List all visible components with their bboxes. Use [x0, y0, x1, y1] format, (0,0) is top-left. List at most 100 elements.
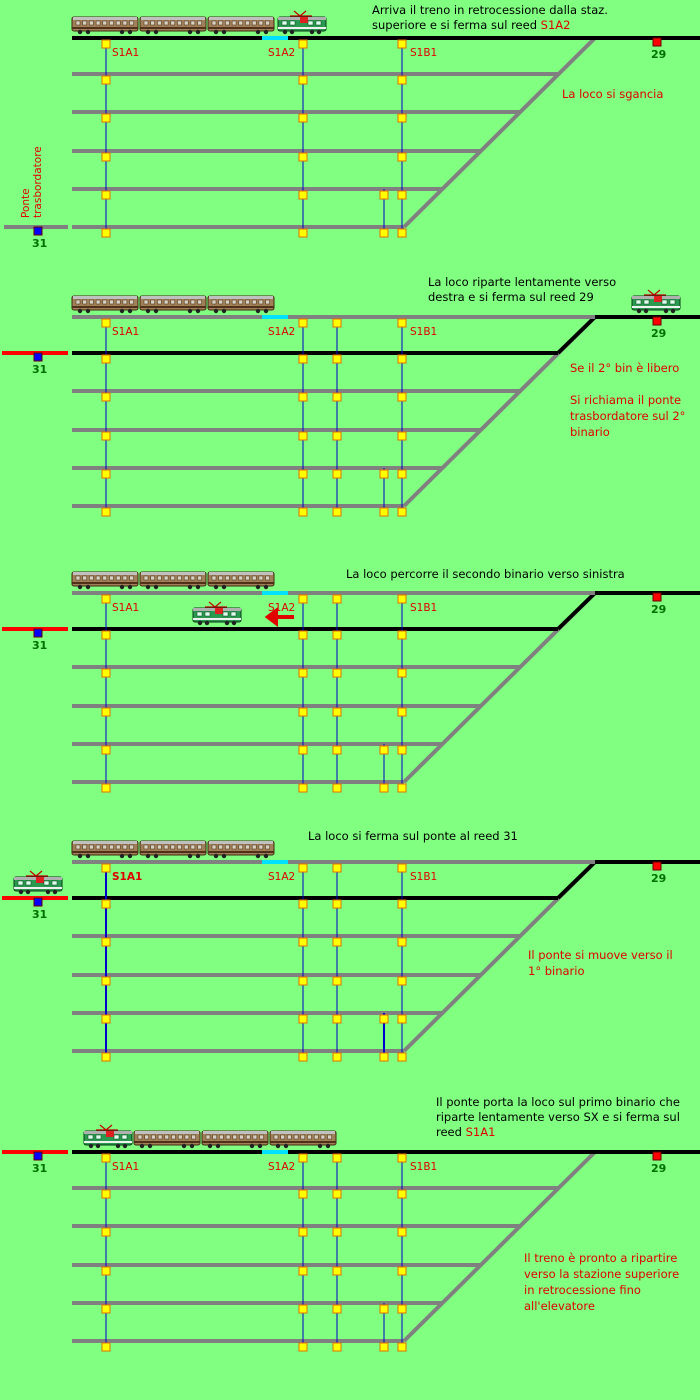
passenger-coach	[207, 295, 275, 314]
reed-29-label: 29	[651, 872, 666, 885]
loco-window	[315, 20, 322, 26]
reed-sensor	[101, 1014, 111, 1024]
wheel	[77, 584, 83, 590]
coach-window	[190, 575, 196, 581]
caption-text: Il ponte porta la loco sul primo binario…	[436, 1095, 680, 1109]
reed-sensor	[397, 113, 407, 123]
passenger-coach	[139, 16, 207, 35]
reed-sensor	[397, 707, 407, 717]
wheel	[224, 620, 230, 626]
reed-sensor	[298, 190, 308, 200]
coach-window	[122, 20, 128, 26]
caption-text: Arriva il treno in retrocessione dalla s…	[372, 3, 608, 17]
reed-sensor	[33, 226, 43, 236]
coach-window	[231, 299, 237, 305]
pantograph	[96, 1124, 118, 1131]
coach-window	[265, 575, 270, 581]
reed-sensor	[101, 707, 111, 717]
coach-window	[265, 20, 270, 26]
coach-stripe	[134, 1141, 200, 1143]
coach-roof	[141, 296, 205, 299]
reed-sensor	[379, 190, 389, 200]
coach-window	[115, 844, 121, 850]
loco-window	[121, 1134, 128, 1140]
coach-window	[320, 1134, 326, 1140]
coach-window	[115, 299, 121, 305]
reed-sensor	[652, 861, 662, 871]
reed-sensor	[101, 469, 111, 479]
loco-window	[17, 880, 24, 886]
coach-window	[313, 1134, 319, 1140]
coach-roof	[209, 296, 273, 299]
reed-sensor	[101, 431, 111, 441]
reed-sensor	[298, 228, 308, 238]
s1a2-label: S1A2	[268, 326, 295, 338]
reed-sensor	[397, 152, 407, 162]
s1a1-label: S1A1	[112, 871, 142, 883]
reed-sensor	[298, 1266, 308, 1276]
reed-sensor	[101, 228, 111, 238]
wheel	[282, 29, 288, 35]
coach-window	[258, 20, 264, 26]
reed-sensor	[397, 392, 407, 402]
loco-window	[222, 611, 229, 617]
s1a2-segment	[262, 860, 288, 864]
reed-sensor	[298, 318, 308, 328]
coach-window	[287, 1134, 292, 1140]
panel-caption: Il ponte porta la loco sul primo binario…	[436, 1095, 680, 1139]
reed-sensor	[298, 630, 308, 640]
wheel	[119, 29, 125, 35]
coach-window	[218, 844, 223, 850]
loco-stripe	[14, 887, 62, 889]
reed-sensor	[397, 1014, 407, 1024]
coach-window	[109, 575, 114, 581]
reed-sensor	[101, 113, 111, 123]
reed-sensor	[397, 863, 407, 873]
wheel	[263, 308, 269, 314]
reed-sensor	[397, 668, 407, 678]
coach-window	[231, 20, 237, 26]
reed-sensor	[332, 1052, 342, 1062]
coach-window	[89, 844, 94, 850]
coach-window	[177, 1134, 183, 1140]
coach-window	[170, 575, 176, 581]
reed-sensor	[379, 1052, 389, 1062]
pantograph	[290, 10, 312, 17]
reed-sensor	[332, 1342, 342, 1352]
side-label-line: Ponte	[20, 188, 32, 218]
reed-sensor	[332, 594, 342, 604]
reed-sensor	[298, 668, 308, 678]
coach-window	[245, 299, 250, 305]
reed-sensor	[298, 1227, 308, 1237]
wheel	[147, 1143, 153, 1149]
wheel	[145, 853, 151, 859]
reed-sensor	[101, 745, 111, 755]
panel-note: Il treno è pronto a ripartire	[524, 1251, 677, 1265]
reed-sensor	[379, 469, 389, 479]
loco-window	[661, 299, 668, 305]
coach-window	[239, 1134, 244, 1140]
panel-note: binario	[570, 425, 610, 439]
panel-note: Si richiama il ponte	[570, 393, 681, 407]
reed-sensor	[332, 937, 342, 947]
caption-text: La loco percorre il secondo binario vers…	[346, 567, 625, 581]
coach-stripe	[208, 582, 274, 584]
wheel	[207, 1143, 213, 1149]
reed-sensor	[332, 668, 342, 678]
coach-window	[252, 1134, 258, 1140]
coach-window	[170, 844, 176, 850]
wheel	[127, 308, 133, 314]
coach-window	[177, 575, 182, 581]
wheel	[122, 1143, 128, 1149]
reed-sensor	[379, 783, 389, 793]
coach-stripe	[140, 582, 206, 584]
reed-sensor	[397, 190, 407, 200]
coach-stripe	[140, 306, 206, 308]
pantograph	[205, 601, 227, 608]
coach-window	[190, 20, 196, 26]
wheel	[221, 308, 227, 314]
loco-roof-equipment	[36, 877, 44, 883]
wheel	[213, 584, 219, 590]
s1b1-label: S1B1	[410, 47, 437, 59]
coach-window	[183, 575, 189, 581]
